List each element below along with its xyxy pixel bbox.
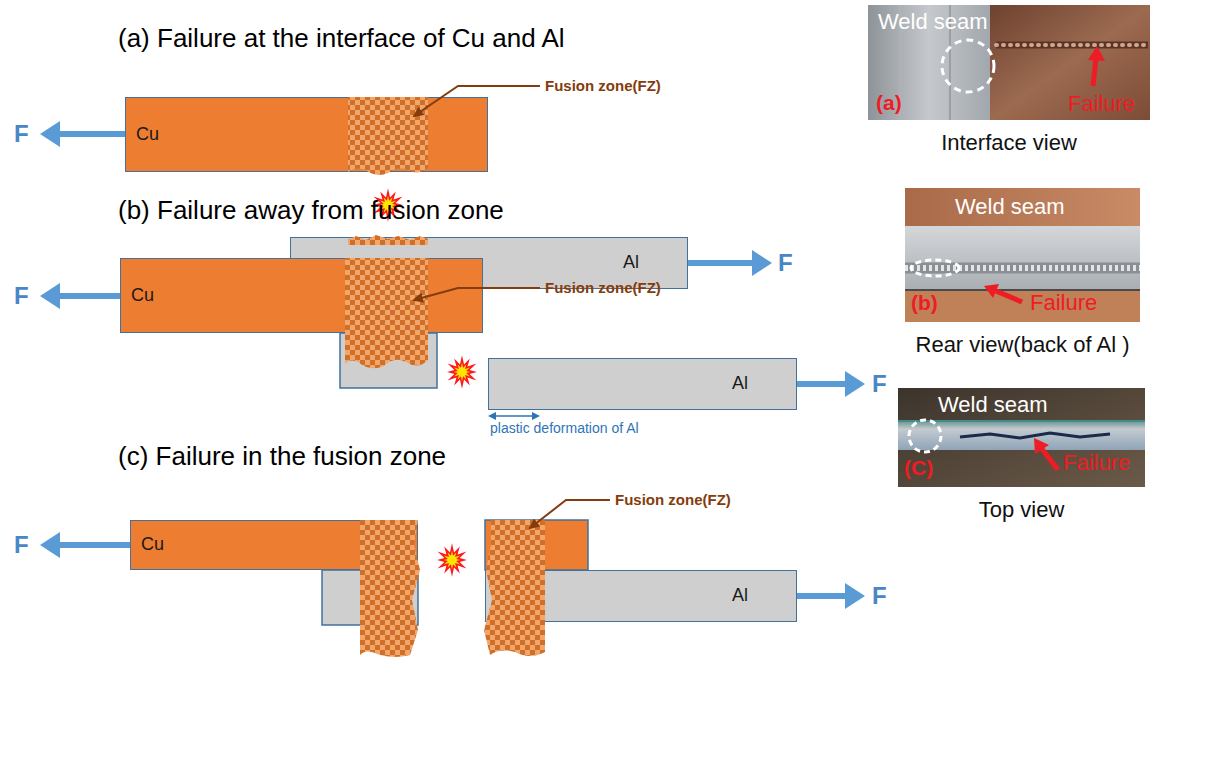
callout-label: Fusion zone(FZ) (615, 491, 731, 508)
photo-caption: Top view (979, 497, 1065, 522)
photo-annotation: (C) (904, 456, 933, 480)
metal-label: Cu (136, 124, 159, 146)
callout-label: Fusion zone(FZ) (545, 279, 661, 296)
failure-star (447, 355, 477, 389)
force-label: F (778, 249, 793, 277)
fusion-zone-half (360, 520, 420, 657)
weld-photo: Weld seam(b)FailureRear view(back of Al … (905, 188, 1140, 322)
aluminium-bar: Al (488, 358, 797, 410)
metal-label: Al (732, 373, 748, 395)
photo-annotation: (a) (876, 91, 902, 115)
photo-annotation: Failure (1063, 450, 1130, 475)
panel-heading: (c) Failure in the fusion zone (118, 442, 446, 472)
force-arrow (58, 131, 125, 137)
fusion-zone-half (484, 520, 545, 656)
photo-annotation: Weld seam (938, 392, 1048, 417)
leader-line (414, 288, 540, 300)
panel-heading: (a) Failure at the interface of Cu and A… (118, 24, 565, 54)
photo-annotation: Failure (1068, 91, 1135, 116)
callout-label: Fusion zone(FZ) (545, 77, 661, 94)
weld-photo: Weld seam(a)FailureInterface view (868, 5, 1150, 120)
force-label: F (872, 370, 887, 398)
force-arrows (40, 121, 865, 609)
fusion-zone (345, 258, 428, 368)
deformation-arrow (488, 412, 540, 420)
photo-annotation: Weld seam (955, 194, 1065, 219)
arrow-head (40, 532, 60, 558)
photo-caption: Interface view (941, 130, 1077, 155)
metal-label: Cu (131, 285, 154, 307)
fusion-zone (348, 97, 428, 175)
metal-label: Al (732, 585, 748, 607)
force-label: F (872, 582, 887, 610)
weld-photo: Weld seam(C)FailureTop view (898, 388, 1145, 487)
arrow-head (752, 250, 772, 276)
force-label: F (14, 531, 29, 559)
leader-line (530, 500, 610, 528)
deformation-label: plastic deformation of Al (490, 420, 639, 436)
photo-interface (868, 5, 1150, 120)
photo-caption: Rear view(back of Al ) (916, 332, 1130, 357)
force-label: F (14, 120, 29, 148)
fusion-zone-remnant (348, 235, 428, 245)
force-arrow (797, 381, 847, 387)
force-arrow (797, 593, 847, 599)
force-arrow (58, 293, 120, 299)
force-arrow (58, 542, 130, 548)
photo-top (898, 388, 1145, 487)
photo-rear (905, 188, 1140, 322)
copper-bar: Cu (125, 97, 488, 172)
metal-label: Cu (141, 534, 164, 556)
photo-annotation: (b) (911, 291, 938, 315)
arrow-head (40, 121, 60, 147)
panel-heading: (b) Failure away from fusion zone (118, 196, 504, 226)
failure-star (437, 543, 467, 577)
force-label: F (14, 282, 29, 310)
arrow-head (845, 371, 865, 397)
photo-annotation: Weld seam (878, 9, 988, 34)
arrow-head (845, 583, 865, 609)
force-arrow (688, 260, 754, 266)
photo-annotation: Failure (1030, 290, 1097, 315)
arrow-head (40, 283, 60, 309)
leader-line (414, 86, 540, 116)
metal-label: Al (623, 252, 639, 274)
